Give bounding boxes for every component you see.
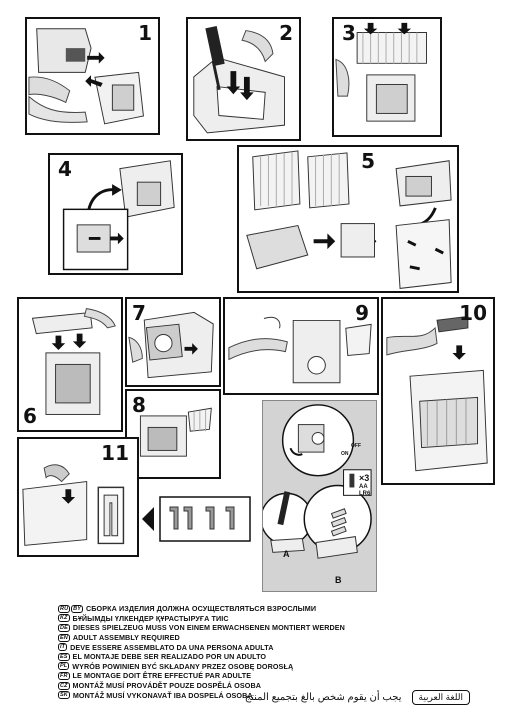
- language-text: MONTÁŽ MUSÍ VYKONAVAŤ IBA DOSPELÁ OSOBA: [72, 690, 253, 700]
- step-number: 5: [361, 149, 375, 173]
- callout-a: A: [283, 549, 290, 559]
- language-text: DEVE ESSERE ASSEMBLATO DA UNA PERSONA AD…: [70, 642, 274, 652]
- lang-code: BY: [71, 604, 83, 613]
- step-number: 2: [279, 21, 293, 45]
- step-1-illustration: [28, 28, 144, 125]
- battery-count: ×3: [359, 473, 370, 483]
- language-text: СБОРКА ИЗДЕЛИЯ ДОЛЖНА ОСУЩЕСТВЛЯТЬСЯ ВЗР…: [86, 604, 317, 614]
- switch-off-label: OFF: [351, 443, 361, 449]
- language-text: ADULT ASSEMBLY REQUIRED: [72, 633, 180, 643]
- switch-on-label: ON: [341, 451, 349, 457]
- step-5-panel: 5: [237, 145, 459, 293]
- language-text: LE MONTAGE DOIT ÊTRE EFFECTUÉ PAR ADULTE: [72, 671, 252, 681]
- language-text: БҰЙЫМДЫ ҮЛКЕНДЕР ҚҰРАСТЫРУҒА ТИІС: [72, 613, 229, 623]
- language-row: DE DIESES SPIELZEUG MUSS VON EINEM ERWAC…: [58, 623, 478, 633]
- language-row: ES EL MONTAJE DEBE SER REALIZADO POR UN …: [58, 652, 478, 662]
- step-4-panel: 4: [48, 153, 183, 275]
- step-10-illustration: [386, 315, 488, 472]
- step-3-panel: 3: [332, 17, 442, 137]
- language-text: WYRÓB POWINIEN BYĆ SKŁADANY PRZEZ OSOBĘ …: [72, 661, 294, 671]
- step-number: 7: [132, 301, 146, 325]
- language-row: FR LE MONTAGE DOIT ÊTRE EFFECTUÉ PAR ADU…: [58, 671, 478, 681]
- step-number: 10: [459, 301, 487, 325]
- language-row: KZ БҰЙЫМДЫ ҮЛКЕНДЕР ҚҰРАСТЫРУҒА ТИІС: [58, 614, 478, 624]
- language-row: EN ADULT ASSEMBLY REQUIRED: [58, 633, 478, 643]
- lang-code: RU: [58, 604, 71, 613]
- callout-b: B: [335, 575, 342, 585]
- lang-code: ES: [58, 652, 70, 661]
- step-number: 8: [132, 393, 146, 417]
- step-7-illustration: [128, 311, 214, 379]
- lang-code: FR: [58, 671, 70, 680]
- arabic-language-label: اللغة العربية: [411, 690, 470, 705]
- lang-code: PL: [58, 662, 70, 671]
- step-8-panel: 8: [125, 389, 221, 479]
- battery-illustration: [263, 404, 372, 559]
- step-number: 1: [138, 21, 152, 45]
- lang-code: IT: [58, 643, 68, 652]
- battery-panel: ON OFF ×3 AA LR6 A B: [262, 400, 377, 592]
- battery-type-aa: AA: [359, 484, 368, 490]
- step-1-panel: 1: [25, 17, 160, 135]
- arabic-warning: اللغة العربية يجب أن يقوم شخص بالغ بتجمي…: [150, 690, 470, 705]
- step-number: 3: [342, 21, 356, 45]
- step-11-illustration: [22, 464, 125, 546]
- language-row: SK MONTÁŽ MUSÍ VYKONAVAŤ IBA DOSPELÁ OSO…: [58, 690, 478, 700]
- language-text: DIESES SPIELZEUG MUSS VON EINEM ERWACHSE…: [72, 623, 345, 633]
- lang-code: DE: [58, 623, 70, 632]
- battery-type-lr6: LR6: [359, 491, 371, 497]
- step-9-illustration: [228, 316, 372, 384]
- step-number: 6: [23, 404, 37, 428]
- step-4-illustration: [62, 160, 175, 271]
- clips-illustration: [142, 496, 251, 542]
- lang-code: SK: [58, 691, 70, 700]
- language-row: CZ MONTÁŽ MUSÍ PROVÁDĚT POUZE DOSPĚLÁ OS…: [58, 681, 478, 691]
- step-6-panel: 6: [17, 297, 123, 432]
- step-5-illustration: [246, 150, 452, 289]
- step-11-panel: 11: [17, 437, 139, 557]
- step-10-panel: 10: [381, 297, 495, 485]
- step-7-panel: 7: [125, 297, 221, 387]
- step-2-panel: 2: [186, 17, 301, 141]
- step-8-illustration: [139, 407, 212, 457]
- lang-code: CZ: [58, 681, 70, 690]
- step-number: 9: [355, 301, 369, 325]
- lang-code: KZ: [58, 614, 70, 623]
- step-2-illustration: [193, 25, 285, 134]
- language-text: EL MONTAJE DEBE SER REALIZADO POR UN ADU…: [72, 652, 267, 662]
- step-number: 4: [58, 157, 72, 181]
- language-row: IT DEVE ESSERE ASSEMBLATO DA UNA PERSONA…: [58, 642, 478, 652]
- arabic-warning-text: يجب أن يقوم شخص بالغ بتجميع المنتج: [244, 692, 402, 703]
- step-3-illustration: [335, 22, 427, 122]
- step-9-panel: 9: [223, 297, 379, 395]
- language-row: PL WYRÓB POWINIEN BYĆ SKŁADANY PRZEZ OSO…: [58, 662, 478, 672]
- step-6-illustration: [31, 308, 116, 415]
- lang-code: EN: [58, 633, 70, 642]
- step-number: 11: [101, 441, 129, 465]
- language-text: MONTÁŽ MUSÍ PROVÁDĚT POUZE DOSPĚLÁ OSOBA: [72, 681, 262, 691]
